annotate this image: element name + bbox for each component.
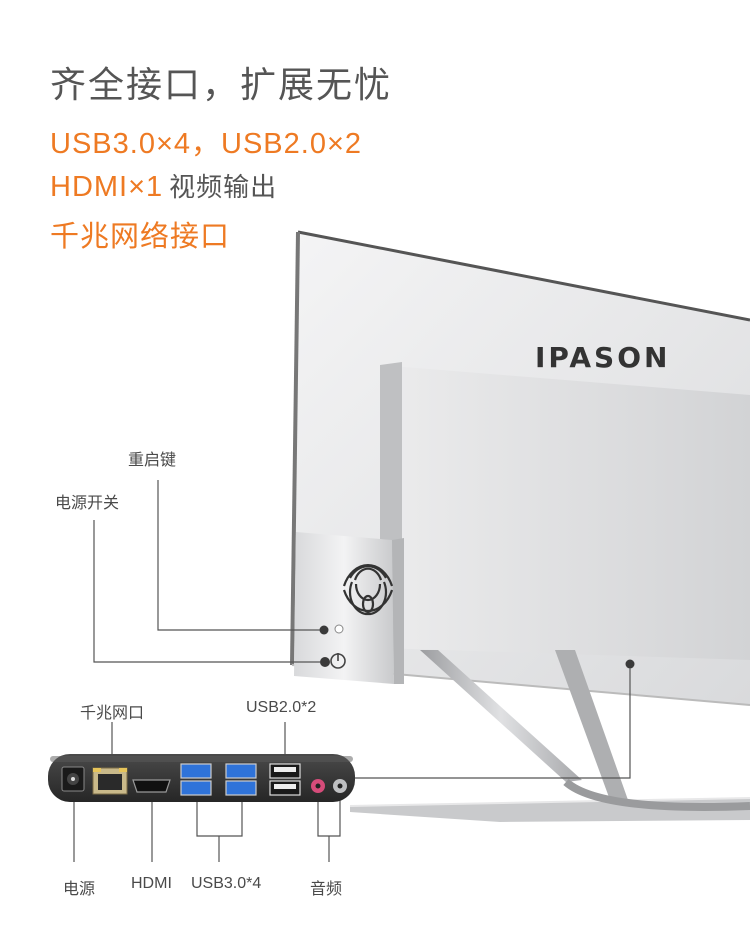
feature-lan: 千兆网络接口 bbox=[50, 213, 230, 255]
brand-logo: IPASON bbox=[535, 341, 670, 374]
page-title: 齐全接口，扩展无忧 bbox=[50, 64, 393, 105]
power-icon bbox=[330, 653, 346, 669]
callout-audio: 音频 bbox=[310, 881, 343, 898]
leader-lines bbox=[73, 480, 631, 862]
lan-port-icon bbox=[92, 767, 128, 795]
feature-lan-highlight: 千兆网络接口 bbox=[50, 221, 231, 253]
callout-hdmi: HDMI bbox=[131, 875, 172, 892]
feature-usb-highlight: USB3.0×4，USB2.0×2 bbox=[50, 128, 363, 160]
power-button-dot[interactable] bbox=[320, 657, 330, 667]
usb3-port-icon bbox=[180, 763, 257, 796]
monitor-stand bbox=[349, 650, 750, 822]
callout-power-switch: 电源开关 bbox=[55, 495, 120, 512]
status-led bbox=[334, 624, 344, 634]
speaker-module bbox=[294, 532, 404, 684]
callout-power: 电源 bbox=[63, 881, 96, 898]
audio-port-icon bbox=[311, 779, 347, 793]
callout-usb2: USB2.0*2 bbox=[246, 699, 317, 716]
mount-hole-dot bbox=[625, 659, 635, 669]
callout-reset-key: 重启键 bbox=[128, 452, 177, 469]
feature-hdmi-highlight: HDMI×1 bbox=[50, 171, 164, 203]
callout-usb3: USB3.0*4 bbox=[191, 875, 262, 892]
reset-button-dot[interactable] bbox=[319, 625, 329, 635]
speaker-grille-icon bbox=[342, 564, 394, 616]
feature-hdmi-rest: 视频输出 bbox=[169, 172, 278, 202]
rear-housing bbox=[380, 362, 750, 660]
feature-usb: USB3.0×4，USB2.0×2 bbox=[50, 120, 362, 162]
dc-power-port-icon bbox=[61, 766, 85, 792]
usb2-port-icon bbox=[269, 763, 301, 796]
hdmi-port-icon bbox=[132, 779, 171, 793]
callout-lan-port: 千兆网口 bbox=[80, 705, 145, 722]
